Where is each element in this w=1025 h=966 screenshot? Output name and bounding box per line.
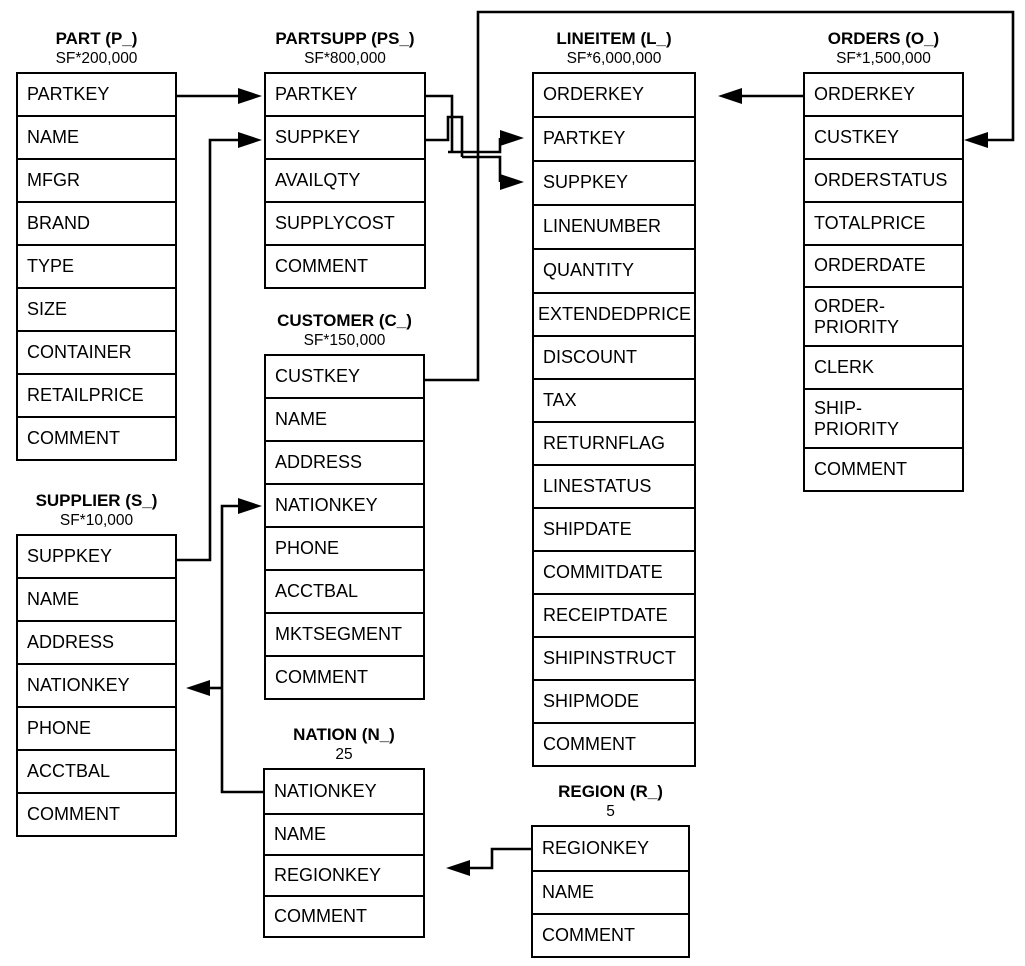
table-partsupp: PARTSUPP (PS_) SF*800,000 PARTKEY SUPPKE… [264,28,426,289]
table-customer-cardinality: SF*150,000 [303,332,386,349]
column-row: SIZE [18,289,175,332]
table-part-title: PART (P_) [55,29,138,48]
table-orders-title: ORDERS (O_) [827,29,940,48]
column-row: COMMENT [533,915,688,958]
column-row: NAME [265,815,423,856]
table-nation: NATION (N_) 25 NATIONKEY NAME REGIONKEY … [263,724,425,938]
column-row: SHIP- PRIORITY [805,390,962,449]
table-lineitem-cardinality: SF*6,000,000 [566,50,662,67]
column-row: REGIONKEY [265,856,423,897]
column-row: NATIONKEY [265,770,423,815]
table-orders-cardinality: SF*1,500,000 [836,50,931,67]
column-row: COMMENT [805,449,962,492]
table-orders-columns: ORDERKEY CUSTKEY ORDERSTATUS TOTALPRICE … [803,72,964,492]
column-row: PHONE [18,708,175,751]
table-supplier-cardinality: SF*10,000 [59,512,134,529]
table-nation-title: NATION (N_) [293,725,395,744]
column-row: PARTKEY [18,74,175,117]
column-row: CUSTKEY [266,356,423,399]
column-row: PARTKEY [534,118,694,162]
column-row: RECEIPTDATE [534,595,694,638]
column-row: COMMENT [18,418,175,461]
column-row: COMMENT [18,794,175,837]
wire-partsupp-to-lineitem-keys [426,94,524,190]
column-row: ORDER- PRIORITY [805,288,962,347]
table-lineitem-title: LINEITEM (L_) [556,29,672,48]
column-row: ACCTBAL [18,751,175,794]
column-row: SUPPKEY [18,536,175,579]
wire-region-regionkey-to-nation-regionkey [446,847,531,876]
column-row: COMMITDATE [534,552,694,595]
column-row: LINESTATUS [534,466,694,509]
table-part-cardinality: SF*200,000 [55,50,138,67]
wire-nation-nationkey-to-supplier-and-customer [186,498,263,794]
column-row: PHONE [266,528,423,571]
table-partsupp-columns: PARTKEY SUPPKEY AVAILQTY SUPPLYCOST COMM… [264,72,426,289]
column-row: DISCOUNT [534,337,694,380]
column-row: LINENUMBER [534,206,694,250]
table-partsupp-title: PARTSUPP (PS_) [275,29,415,48]
column-row: QUANTITY [534,250,694,294]
column-row: NAME [18,579,175,622]
column-row: NAME [266,399,423,442]
column-row: ORDERKEY [805,74,962,117]
column-row: NATIONKEY [266,485,423,528]
table-region: REGION (R_) 5 REGIONKEY NAME COMMENT [531,781,690,958]
table-lineitem-columns: ORDERKEY PARTKEY SUPPKEY LINENUMBER QUAN… [532,72,696,767]
column-row: PARTKEY [266,74,424,117]
table-partsupp-cardinality: SF*800,000 [304,50,386,67]
column-row: ORDERSTATUS [805,160,962,203]
table-supplier-title: SUPPLIER (S_) [35,491,158,510]
column-row: ADDRESS [266,442,423,485]
column-row: TOTALPRICE [805,203,962,246]
column-row: ORDERDATE [805,246,962,288]
column-row: SUPPKEY [266,117,424,160]
column-row: AVAILQTY [266,160,424,203]
column-row: CLERK [805,347,962,390]
column-row: TYPE [18,246,175,289]
column-row: NAME [18,117,175,160]
column-row: SUPPKEY [534,162,694,206]
wire-supplier-suppkey-to-partsupp-suppkey [177,132,262,562]
column-row: CONTAINER [18,332,175,375]
column-row: SHIPDATE [534,509,694,552]
column-row: COMMENT [534,724,694,767]
column-row: RETURNFLAG [534,423,694,466]
column-row: BRAND [18,203,175,246]
table-region-columns: REGIONKEY NAME COMMENT [531,825,690,958]
column-row: COMMENT [266,246,424,289]
table-customer-columns: CUSTKEY NAME ADDRESS NATIONKEY PHONE ACC… [264,354,425,700]
column-row: COMMENT [266,657,423,700]
column-row: REGIONKEY [533,827,688,872]
column-row: ORDERKEY [534,74,694,118]
wire-part-partkey-to-partsupp-partkey [177,88,262,104]
column-row: CUSTKEY [805,117,962,160]
column-row: ACCTBAL [266,571,423,614]
table-part: PART (P_) SF*200,000 PARTKEY NAME MFGR B… [16,28,177,461]
wire-orders-orderkey-to-lineitem-orderkey [718,88,803,104]
column-row: SHIPMODE [534,681,694,724]
column-row: SHIPINSTRUCT [534,638,694,681]
column-row: COMMENT [265,897,423,938]
column-row: TAX [534,380,694,423]
table-nation-cardinality: 25 [335,746,353,763]
column-row: SUPPLYCOST [266,203,424,246]
table-region-title: REGION (R_) [558,782,663,801]
table-nation-columns: NATIONKEY NAME REGIONKEY COMMENT [263,768,425,938]
table-customer-title: CUSTOMER (C_) [277,311,412,330]
column-row: NATIONKEY [18,665,175,708]
table-customer: CUSTOMER (C_) SF*150,000 CUSTKEY NAME AD… [264,310,425,700]
column-row: NAME [533,872,688,915]
column-row: EXTENDEDPRICE [534,294,694,337]
table-region-cardinality: 5 [606,803,615,820]
column-row: ADDRESS [18,622,175,665]
table-orders: ORDERS (O_) SF*1,500,000 ORDERKEY CUSTKE… [803,28,964,492]
column-row: MFGR [18,160,175,203]
column-row: MKTSEGMENT [266,614,423,657]
table-lineitem: LINEITEM (L_) SF*6,000,000 ORDERKEY PART… [532,28,696,767]
column-row: RETAILPRICE [18,375,175,418]
table-supplier-columns: SUPPKEY NAME ADDRESS NATIONKEY PHONE ACC… [16,534,177,837]
table-supplier: SUPPLIER (S_) SF*10,000 SUPPKEY NAME ADD… [16,490,177,837]
table-part-columns: PARTKEY NAME MFGR BRAND TYPE SIZE CONTAI… [16,72,177,461]
